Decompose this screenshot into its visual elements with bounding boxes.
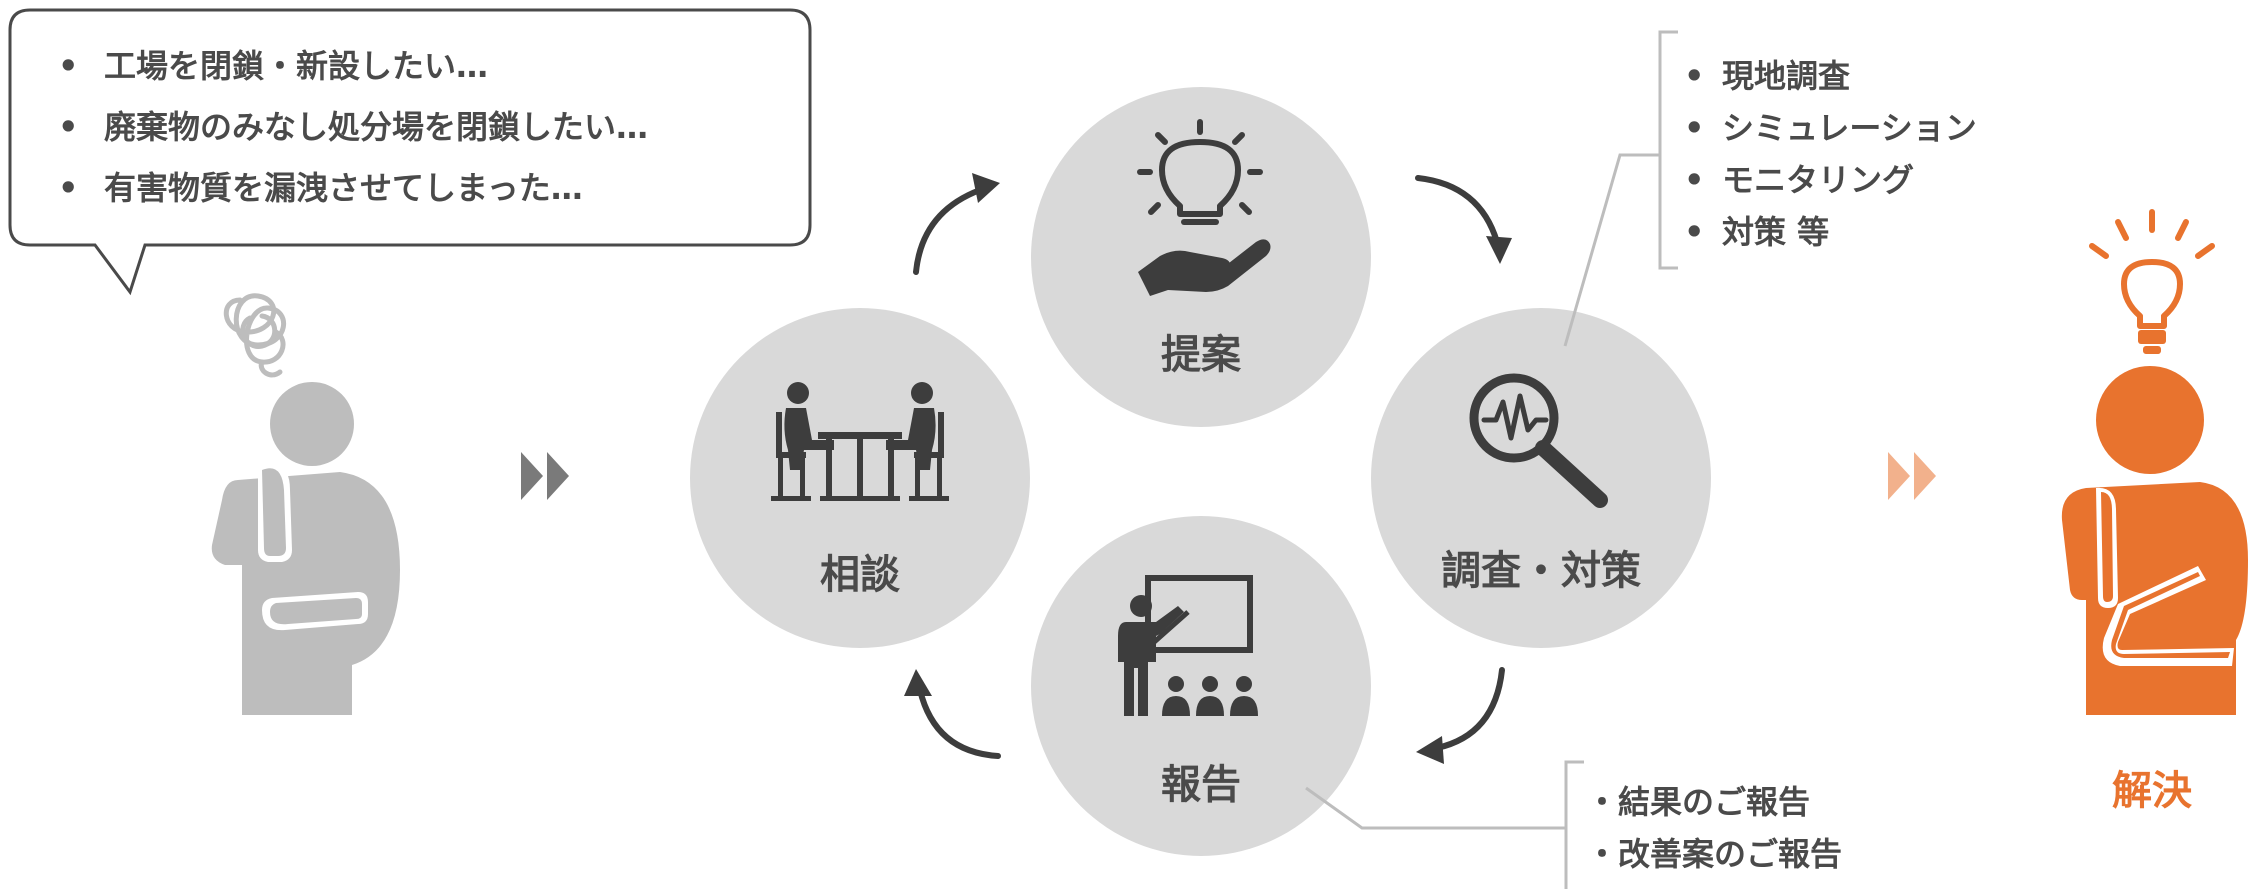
concern-item: •廃棄物のみなし処分場を閉鎖したい… [58, 97, 648, 158]
investigation-note-item: •対策 等 [1684, 206, 1977, 258]
investigate-circle [1371, 308, 1711, 648]
concern-item: •工場を閉鎖・新設したい… [58, 36, 648, 97]
bullet: • [1684, 109, 1705, 147]
arrow-propose-to-investigate [1415, 175, 1500, 245]
bullet: • [1684, 57, 1705, 95]
idea-lightbulb-hand-icon [1137, 119, 1263, 225]
open-hand-icon [1138, 239, 1271, 296]
concern-item: •有害物質を漏洩させてしまった… [58, 158, 648, 219]
investigate-label: 調査・対策 [1441, 548, 1641, 594]
consult-label: 相談 [820, 552, 900, 598]
result-arrow-icon [1888, 452, 1936, 500]
investigation-note-item: •シミュレーション [1684, 102, 1977, 154]
bullet: • [1684, 161, 1705, 199]
report-notes-bracket [1305, 760, 1584, 889]
investigation-note-item: •モニタリング [1684, 154, 1977, 206]
propose-label: 提案 [1161, 332, 1241, 378]
consultation-meeting-icon [771, 382, 949, 501]
analysis-magnifier-icon [1469, 373, 1608, 508]
solution-lightbulb-icon [2089, 209, 2215, 329]
result-label: 解決 [2112, 768, 2192, 814]
report-note-item: ・改善案のご報告 [1586, 835, 1843, 873]
speech-bubble [8, 8, 812, 296]
investigation-notes-bracket [1563, 30, 1678, 347]
investigation-notes-list: •現地調査 •シミュレーション •モニタリング •対策 等 [1684, 50, 1977, 258]
solved-person-icon [2061, 209, 2248, 715]
arrow-investigate-to-report [1434, 667, 1505, 751]
confused-person-icon [211, 293, 400, 715]
bullet: • [58, 108, 79, 146]
report-note-item: ・結果のご報告 [1586, 783, 1811, 821]
bullet: • [58, 169, 79, 207]
report-circle [1031, 516, 1371, 856]
presentation-report-icon [1118, 575, 1258, 716]
confusion-scribble-icon [223, 293, 286, 378]
arrow-report-to-consult [917, 687, 1001, 759]
bullet: • [1684, 213, 1705, 251]
bullet: • [58, 47, 79, 85]
next-arrow-icon [521, 452, 569, 500]
arrow-consult-to-propose [913, 187, 983, 275]
report-label: 報告 [1161, 762, 1241, 808]
report-notes-list: ・結果のご報告 ・改善案のご報告 [1586, 776, 1842, 880]
investigation-note-item: •現地調査 [1684, 50, 1977, 102]
concerns-list: •工場を閉鎖・新設したい… •廃棄物のみなし処分場を閉鎖したい… •有害物質を漏… [58, 36, 648, 219]
